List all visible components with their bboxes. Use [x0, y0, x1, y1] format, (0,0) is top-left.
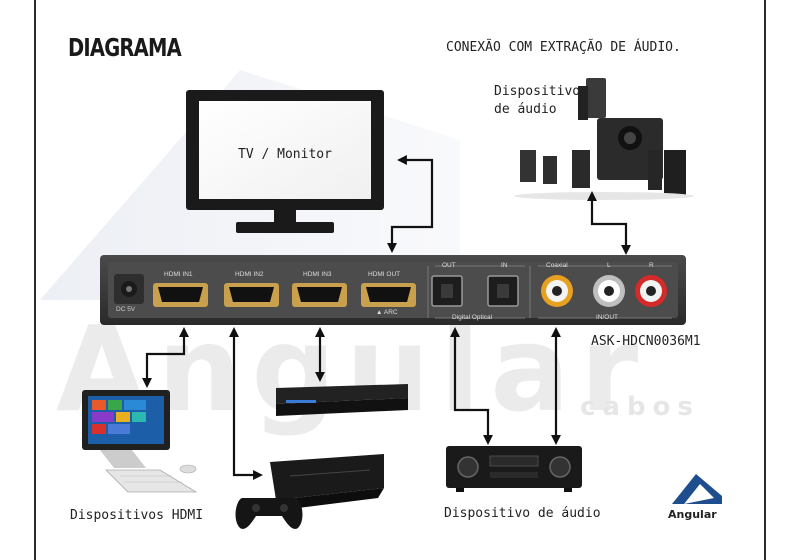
media-player-icon [276, 384, 408, 416]
tv-monitor-icon [186, 90, 384, 233]
diagram-subtitle: CONEXÃO COM EXTRAÇÃO DE ÁUDIO. [446, 40, 681, 55]
audio-device-label: Dispositivo de áudio [444, 506, 601, 521]
computer-icon [82, 390, 198, 493]
port-label-in: IN [501, 262, 508, 269]
page-title: DIAGRAMA [68, 33, 182, 62]
arrow-optical-receiver [450, 327, 493, 445]
hdmi-devices-label: Dispositivos HDMI [70, 508, 204, 523]
port-label-r: R [649, 262, 654, 269]
port-label-out: OUT [442, 262, 456, 269]
game-console-icon [235, 454, 384, 529]
port-label-in-out: IN/OUT [596, 314, 619, 321]
port-label-dc: DC 5V [116, 306, 136, 313]
port-label-digital-optical: Digital Optical [452, 314, 493, 321]
arrow-in2-console [229, 327, 263, 480]
rca-right-jack [635, 275, 667, 307]
hdmi-switch-device [100, 255, 686, 325]
angular-logo-icon [672, 474, 722, 504]
rca-coaxial-jack [541, 275, 573, 307]
port-label-coaxial: Coaxial [546, 262, 568, 269]
port-label-hdmi-in2: HDMI IN2 [235, 271, 264, 278]
right-border [764, 0, 766, 560]
tv-label: TV / Monitor [238, 147, 332, 162]
speaker-label-line2: de áudio [494, 102, 557, 117]
port-label-hdmi-in3: HDMI IN3 [303, 271, 332, 278]
port-label-l: L [607, 262, 611, 269]
model-number: ASK-HDCN0036M1 [591, 334, 701, 349]
speaker-label-line1: Dispositivo [494, 84, 581, 99]
port-label-hdmi-out: HDMI OUT [368, 271, 401, 278]
audio-receiver-icon [446, 446, 582, 492]
watermark-subtext: cabos [580, 392, 700, 422]
speaker-system-icon [514, 78, 694, 200]
arrow-in1-computer [142, 327, 189, 388]
left-border [34, 0, 36, 560]
hdmi-ports [153, 283, 416, 307]
arrow-speaker-rca [587, 191, 631, 255]
port-label-arc: ▲ ARC [376, 309, 398, 316]
arrow-tv-hdmi-out [387, 155, 434, 253]
logo-text: Angular [668, 508, 717, 521]
connection-arrows [142, 155, 631, 480]
rca-left-jack [593, 275, 625, 307]
port-label-hdmi-in1: HDMI IN1 [164, 271, 193, 278]
